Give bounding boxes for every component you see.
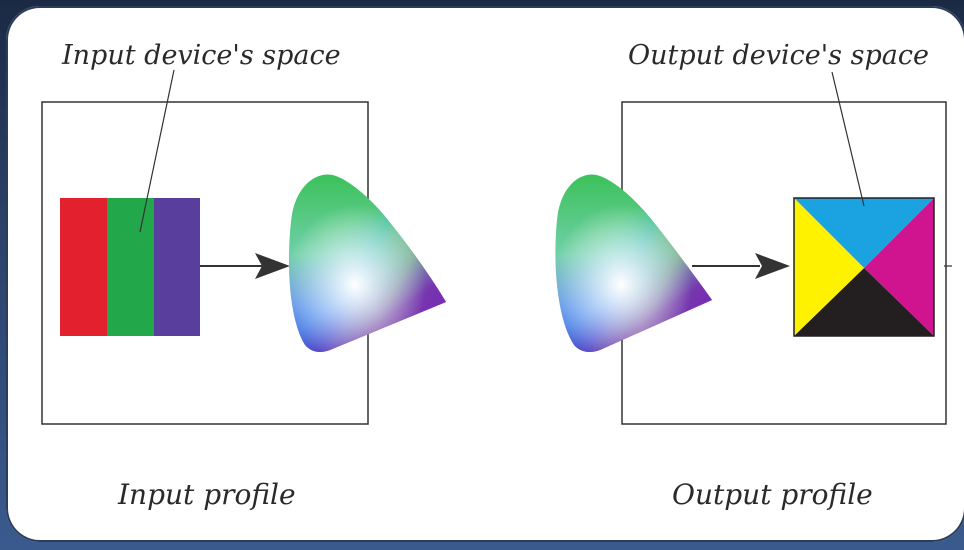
input-space-label: Input device's space (62, 40, 341, 71)
cmyk-black-triangle (794, 268, 934, 336)
cmyk-swatch (793, 197, 935, 337)
cmyk-cyan-triangle (794, 198, 934, 268)
cmyk-yellow-triangle (794, 198, 864, 336)
arrow-input (200, 253, 290, 279)
output-gamut-shape (555, 174, 712, 353)
output-space-label: Output device's space (628, 40, 929, 71)
input-profile-label: Input profile (118, 478, 296, 511)
output-profile-label: Output profile (672, 478, 873, 511)
input-space-leader (139, 69, 175, 233)
rgb-red-bar (60, 198, 107, 336)
output-space-leader (831, 71, 865, 207)
cmyk-magenta-triangle (864, 198, 934, 336)
rgb-green-bar (107, 198, 154, 336)
rgb-blue-bar (154, 198, 200, 336)
input-gamut-shape (288, 174, 446, 353)
arrow-output (692, 253, 790, 279)
rgb-swatch (60, 198, 200, 336)
